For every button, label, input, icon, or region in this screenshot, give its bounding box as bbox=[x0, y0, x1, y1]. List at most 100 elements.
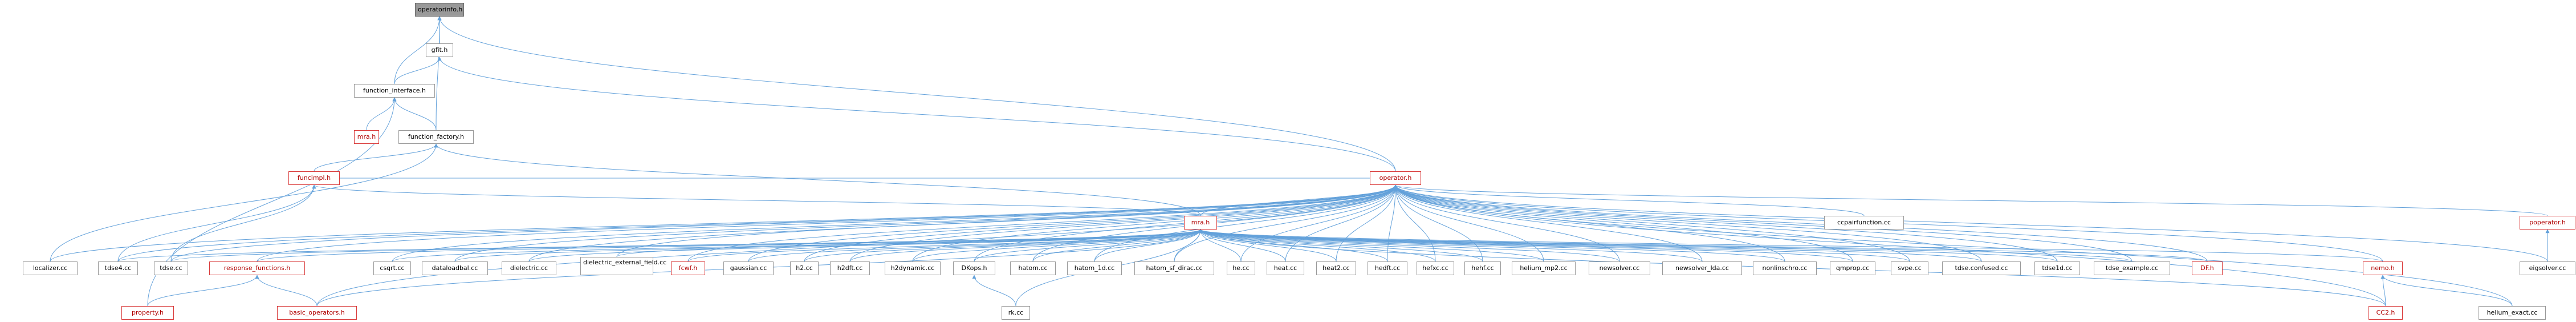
edge-csqrt-to-mra bbox=[392, 229, 1203, 262]
graph-node-rk[interactable]: rk.cc bbox=[1002, 306, 1030, 320]
graph-node-mra[interactable]: mra.h bbox=[1184, 216, 1217, 230]
edge-h2-to-mra bbox=[804, 229, 1203, 262]
edge-newsolver-lda-to-mra bbox=[1198, 229, 1703, 262]
graph-node-tdse1d[interactable]: tdse1d.cc bbox=[2034, 261, 2080, 275]
edge-he-to-operator bbox=[1240, 184, 1398, 262]
edge-hatom-1d-to-operator bbox=[1094, 184, 1398, 262]
graph-node-tdse-confused[interactable]: tdse.confused.cc bbox=[1942, 261, 2021, 275]
edge-rk-to-dkops bbox=[972, 275, 1016, 307]
graph-node-hatom-sf-dirac[interactable]: hatom_sf_dirac.cc bbox=[1134, 261, 1214, 275]
graph-node-helium-exact[interactable]: helium_exact.cc bbox=[2479, 306, 2546, 320]
edge-helium-mp2-to-mra bbox=[1198, 229, 1544, 262]
edge-funcimpl-to-function-factory bbox=[314, 143, 438, 172]
edge-function-interface-to-gfit bbox=[394, 57, 442, 84]
edge-df-to-operator bbox=[1393, 184, 2208, 262]
graph-node-eigsolver[interactable]: eigsolver.cc bbox=[2520, 261, 2575, 275]
graph-node-property[interactable]: property.h bbox=[121, 306, 174, 320]
edge-operator-to-gfit bbox=[437, 57, 1396, 172]
graph-node-localizer[interactable]: localizer.cc bbox=[23, 261, 78, 275]
graph-node-cc2[interactable]: CC2.h bbox=[2369, 306, 2403, 320]
edge-mra-to-funcimpl bbox=[312, 184, 1201, 216]
edge-hedft-to-operator bbox=[1387, 184, 1398, 262]
edge-mra-to-function-factory bbox=[434, 143, 1201, 216]
edge-heat2-to-mra bbox=[1198, 229, 1337, 262]
graph-node-hefxc[interactable]: hefxc.cc bbox=[1417, 261, 1454, 275]
graph-node-gfit[interactable]: gfit.h bbox=[426, 43, 453, 57]
edge-cc2-to-nemo bbox=[2380, 275, 2386, 307]
graph-node-function-interface[interactable]: function_interface.h bbox=[354, 84, 435, 98]
graph-node-tdse-example[interactable]: tdse_example.cc bbox=[2094, 261, 2170, 275]
edge-svpe-to-mra bbox=[1198, 229, 1910, 262]
edge-hefxc-to-operator bbox=[1393, 184, 1436, 262]
graph-node-dielectric[interactable]: dielectric.cc bbox=[502, 261, 556, 275]
edge-tdse1d-to-mra bbox=[1198, 229, 2058, 262]
graph-node-dielectric-external-field[interactable]: dielectric_external_field.cc bbox=[580, 257, 666, 275]
edge-poperator-to-operator bbox=[1393, 184, 2548, 216]
edge-fcwf-to-mra bbox=[687, 229, 1203, 262]
graph-node-response-functions[interactable]: response_functions.h bbox=[209, 261, 305, 275]
edge-h2dft-to-operator bbox=[849, 184, 1398, 262]
graph-node-qmprop[interactable]: qmprop.cc bbox=[1830, 261, 1875, 275]
graph-node-function-factory[interactable]: function_factory.h bbox=[398, 130, 474, 144]
graph-node-h2dynamic[interactable]: h2dynamic.cc bbox=[885, 261, 941, 275]
graph-node-hedft[interactable]: hedft.cc bbox=[1368, 261, 1407, 275]
graph-node-helium-mp2[interactable]: helium_mp2.cc bbox=[1512, 261, 1576, 275]
graph-node-ccpairfunction[interactable]: ccpairfunction.cc bbox=[1824, 216, 1904, 230]
edge-hatom-sf-dirac-to-operator bbox=[1174, 184, 1398, 262]
graph-node-csqrt[interactable]: csqrt.cc bbox=[373, 261, 411, 275]
edge-qmprop-to-operator bbox=[1393, 184, 1853, 262]
edge-tdse-to-funcimpl bbox=[170, 184, 316, 262]
edge-tdse4-to-funcimpl bbox=[117, 184, 316, 262]
graph-node-newsolver-lda[interactable]: newsolver_lda.cc bbox=[1662, 261, 1742, 275]
graph-node-h2[interactable]: h2.cc bbox=[790, 261, 819, 275]
edge-tdse-confused-to-operator bbox=[1393, 184, 1982, 262]
graph-node-operator[interactable]: operator.h bbox=[1370, 171, 1421, 185]
graph-node-newsolver[interactable]: newsolver.cc bbox=[1589, 261, 1650, 275]
edge-df-to-mra bbox=[1198, 229, 2208, 262]
graph-node-df[interactable]: DF.h bbox=[2192, 261, 2223, 275]
edge-hatom-1d-to-mra bbox=[1094, 229, 1203, 262]
edge-function-factory-to-function-interface bbox=[392, 97, 437, 131]
graph-node-basic-operators[interactable]: basic_operators.h bbox=[277, 306, 357, 320]
graph-node-funcimpl[interactable]: funcimpl.h bbox=[288, 171, 340, 185]
graph-node-he[interactable]: he.cc bbox=[1227, 261, 1255, 275]
edge-ccpairfunction-to-operator bbox=[1393, 184, 1865, 216]
edge-heat2-to-operator bbox=[1336, 184, 1398, 262]
graph-node-operatorinfo[interactable]: operatorinfo.h bbox=[415, 3, 464, 17]
edge-gaussian-to-operator bbox=[748, 184, 1398, 262]
edge-basic-operators-to-response-functions bbox=[255, 275, 318, 307]
graph-node-heat2[interactable]: heat2.cc bbox=[1316, 261, 1356, 275]
graph-node-tdse4[interactable]: tdse4.cc bbox=[98, 261, 138, 275]
graph-node-svpe[interactable]: svpe.cc bbox=[1891, 261, 1928, 275]
edge-tdse1d-to-operator bbox=[1393, 184, 2058, 262]
graph-node-gaussian[interactable]: gaussian.cc bbox=[723, 261, 774, 275]
graph-node-heat[interactable]: heat.cc bbox=[1267, 261, 1304, 275]
graph-node-tdse[interactable]: tdse.cc bbox=[154, 261, 188, 275]
edge-hefxc-to-mra bbox=[1198, 229, 1436, 262]
edge-eigsolver-to-operator bbox=[1393, 184, 2548, 262]
graph-node-hatom-1d[interactable]: hatom_1d.cc bbox=[1067, 261, 1122, 275]
edge-mra-to-operator bbox=[1200, 184, 1398, 216]
graph-node-poperator[interactable]: poperator.h bbox=[2520, 216, 2575, 230]
graph-node-hatom[interactable]: hatom.cc bbox=[1010, 261, 1056, 275]
edge-nonlinschro-to-mra bbox=[1198, 229, 1785, 262]
edge-tdse-to-operator bbox=[170, 184, 1398, 262]
graph-node-h2dft[interactable]: h2dft.cc bbox=[830, 261, 870, 275]
edge-dataloadbal-to-operator bbox=[454, 184, 1398, 262]
graph-node-mrah-top[interactable]: mra.h bbox=[354, 130, 379, 144]
graph-node-fcwf[interactable]: fcwf.h bbox=[671, 261, 705, 275]
edge-localizer-to-function-factory bbox=[50, 143, 438, 262]
edge-operator-to-operatorinfo bbox=[437, 16, 1396, 172]
graph-node-nonlinschro[interactable]: nonlinschro.cc bbox=[1753, 261, 1817, 275]
edge-function-interface-to-operatorinfo bbox=[394, 16, 442, 84]
edge-nemo-to-mra bbox=[1198, 229, 2383, 262]
edge-helium-exact-to-nemo bbox=[2380, 275, 2513, 307]
graph-node-nemo[interactable]: nemo.h bbox=[2363, 261, 2403, 275]
edge-dielectric-external-field-to-mra bbox=[616, 229, 1203, 257]
edge-heat-to-mra bbox=[1198, 229, 1286, 262]
graph-node-hehf[interactable]: hehf.cc bbox=[1464, 261, 1501, 275]
graph-node-dataloadbal[interactable]: dataloadbal.cc bbox=[422, 261, 488, 275]
edge-dielectric-to-mra bbox=[528, 229, 1203, 262]
edge-he-to-mra bbox=[1198, 229, 1242, 262]
graph-node-dkops[interactable]: DKops.h bbox=[953, 261, 995, 275]
